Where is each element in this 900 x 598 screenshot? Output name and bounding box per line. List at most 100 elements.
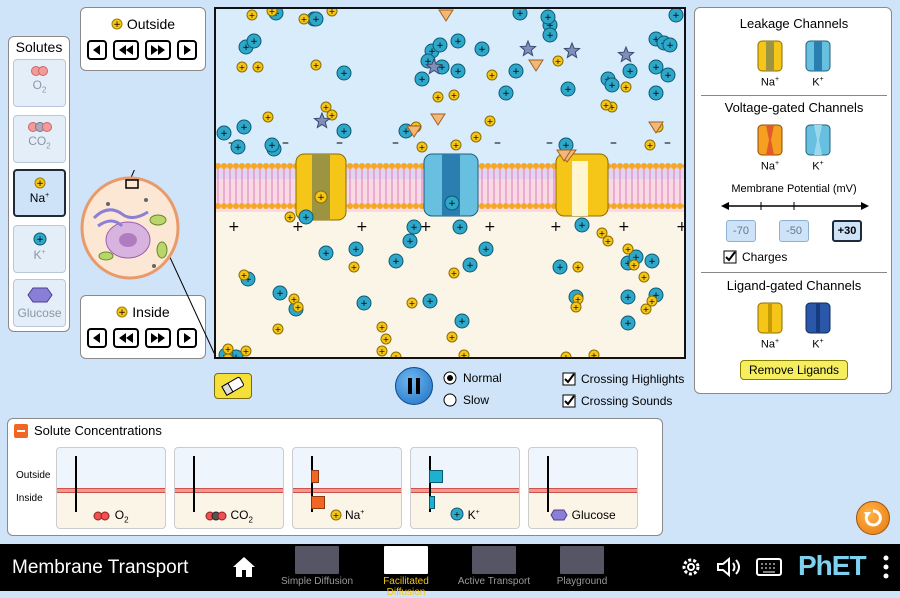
potassium-ion: + xyxy=(648,85,664,101)
svg-text:+: + xyxy=(295,303,302,312)
potassium-ion: + xyxy=(474,41,490,57)
sodium-ion: + xyxy=(588,349,600,357)
cell-illustration xyxy=(80,170,216,356)
ligand-k-channel-icon[interactable] xyxy=(805,302,831,334)
reset-all-button[interactable] xyxy=(856,501,890,535)
solute-na-button[interactable]: + Na+ xyxy=(13,169,66,217)
settings-gear-icon[interactable] xyxy=(680,556,702,578)
check-icon xyxy=(562,372,576,386)
pause-button[interactable] xyxy=(395,367,433,405)
simulation-area[interactable]: + + –––––––––++++++++ ++++++++++++++++++… xyxy=(214,7,686,359)
negative-charge: – xyxy=(392,135,399,151)
potential-minus50-button[interactable]: -50 xyxy=(779,220,809,242)
concentration-box: Glucose xyxy=(528,447,638,529)
solute-o2-button[interactable]: O2 xyxy=(13,59,66,107)
keyboard-icon[interactable] xyxy=(756,558,782,576)
voltage-gated-na-channel[interactable] xyxy=(555,149,609,217)
leakage-na-channel-icon[interactable] xyxy=(757,40,783,72)
home-icon[interactable] xyxy=(232,556,256,578)
navigation-bar: Membrane Transport Simple Diffusion Faci… xyxy=(0,544,900,598)
outside-remove-many-button[interactable] xyxy=(113,40,139,60)
svg-text:+: + xyxy=(562,141,570,151)
voltage-k-channel-icon[interactable] xyxy=(805,124,831,156)
outside-remove-one-button[interactable] xyxy=(87,40,107,60)
screen-simple-diffusion[interactable]: Simple Diffusion xyxy=(275,546,359,587)
svg-text:+: + xyxy=(435,93,442,102)
svg-text:+: + xyxy=(409,299,416,308)
slow-radio[interactable] xyxy=(443,393,457,407)
speed-normal-option[interactable]: Normal xyxy=(443,367,502,389)
solute-glucose-button[interactable]: Glucose xyxy=(13,279,66,327)
svg-text:+: + xyxy=(652,63,660,73)
sodium-ion: + xyxy=(262,111,274,123)
sound-icon[interactable] xyxy=(716,556,742,578)
crossing-sounds-checkbox[interactable]: Crossing Sounds xyxy=(562,390,684,412)
sodium-ion: + xyxy=(284,211,296,223)
sodium-ion: + xyxy=(620,81,632,93)
screen-playground[interactable]: Playground xyxy=(540,546,624,587)
negative-charge: – xyxy=(494,135,501,151)
potassium-ion: + xyxy=(622,63,638,79)
potential-minus70-button[interactable]: -70 xyxy=(726,220,756,242)
negative-charge: – xyxy=(336,135,343,151)
ligand-gated-title: Ligand-gated Channels xyxy=(726,278,862,293)
svg-text:+: + xyxy=(275,325,282,334)
inside-remove-one-button[interactable] xyxy=(87,328,107,348)
membrane-potential-title: Membrane Potential (mV) xyxy=(731,183,857,195)
inside-add-one-button[interactable] xyxy=(177,328,197,348)
screen-facilitated-diffusion[interactable]: Facilitated Diffusion xyxy=(364,546,448,598)
svg-text:+: + xyxy=(451,91,458,100)
solute-co2-button[interactable]: CO2 xyxy=(13,115,66,163)
leakage-channels-title: Leakage Channels xyxy=(739,16,849,31)
svg-text:+: + xyxy=(454,510,461,519)
voltage-na-channel-icon[interactable] xyxy=(757,124,783,156)
potassium-ion: + xyxy=(298,209,314,225)
svg-text:+: + xyxy=(329,111,336,120)
sodium-ion: + xyxy=(458,349,470,357)
svg-text:+: + xyxy=(512,67,520,77)
leakage-na-channel[interactable]: + xyxy=(295,153,347,221)
remove-ligands-button[interactable]: Remove Ligands xyxy=(740,360,848,380)
potassium-ion: + xyxy=(648,59,664,75)
screen-active-transport[interactable]: Active Transport xyxy=(452,546,536,587)
ligand-na-channel-icon[interactable] xyxy=(757,302,783,334)
k-inside-bar xyxy=(429,496,435,509)
ligand-star xyxy=(519,39,537,57)
solute-k-button[interactable]: + K+ xyxy=(13,225,66,273)
na-icon: + xyxy=(111,18,123,30)
outside-add-one-button[interactable] xyxy=(177,40,197,60)
ligand-triangle xyxy=(406,125,422,138)
inside-remove-many-button[interactable] xyxy=(113,328,139,348)
svg-text:+: + xyxy=(448,199,456,209)
svg-text:+: + xyxy=(220,129,228,139)
ligand-triangle xyxy=(528,59,544,72)
svg-text:+: + xyxy=(424,57,432,67)
svg-text:+: + xyxy=(234,143,242,153)
svg-text:+: + xyxy=(232,353,240,359)
axis-line xyxy=(75,456,77,512)
eraser-button[interactable] xyxy=(214,373,252,399)
charges-checkbox[interactable]: Charges xyxy=(723,250,787,264)
crossing-highlights-checkbox[interactable]: Crossing Highlights xyxy=(562,368,684,390)
membrane-line xyxy=(175,488,283,493)
svg-text:+: + xyxy=(242,43,250,53)
svg-text:+: + xyxy=(478,45,486,55)
potential-plus30-button[interactable]: +30 xyxy=(832,220,862,242)
membrane-potential-slider[interactable] xyxy=(721,198,869,214)
speed-slow-option[interactable]: Slow xyxy=(443,389,502,411)
outside-add-many-button[interactable] xyxy=(145,40,171,60)
svg-text:+: + xyxy=(603,101,610,110)
phet-logo[interactable]: PhET xyxy=(798,550,867,581)
svg-text:+: + xyxy=(631,261,638,270)
leakage-k-channel-icon[interactable] xyxy=(805,40,831,72)
inside-add-many-button[interactable] xyxy=(145,328,171,348)
leakage-k-channel[interactable]: + xyxy=(423,153,479,217)
normal-radio[interactable] xyxy=(443,371,457,385)
more-options-icon[interactable] xyxy=(882,554,890,580)
svg-text:+: + xyxy=(268,141,276,151)
collapse-button[interactable] xyxy=(14,424,28,438)
sim-title: Membrane Transport xyxy=(12,557,189,578)
channels-panel: Leakage Channels Na+ K+ Voltage-gated Ch… xyxy=(694,7,892,394)
sodium-ion: + xyxy=(570,301,582,313)
svg-text:+: + xyxy=(624,319,632,329)
